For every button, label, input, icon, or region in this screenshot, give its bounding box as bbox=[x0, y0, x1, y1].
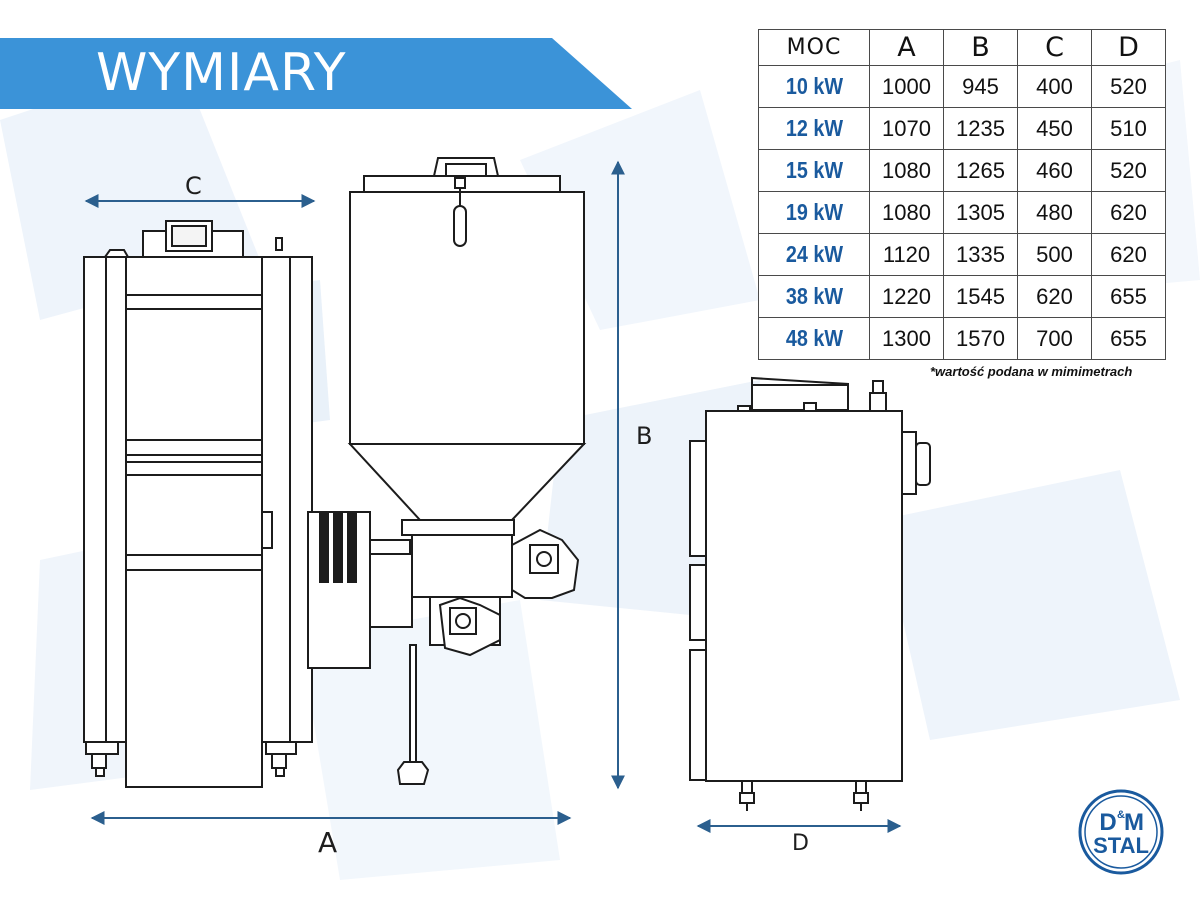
cell-d: 620 bbox=[1091, 233, 1166, 276]
table-row: 38 kW 1220 1545 620 655 bbox=[759, 275, 1166, 318]
logo-text-amp: & bbox=[1117, 809, 1125, 821]
col-header-d: D bbox=[1091, 29, 1166, 66]
row-power: 10 kW bbox=[765, 65, 863, 108]
cell-d: 520 bbox=[1091, 149, 1166, 192]
logo-text-d: D bbox=[1099, 809, 1116, 836]
cell-c: 480 bbox=[1017, 191, 1092, 234]
cell-b: 1265 bbox=[943, 149, 1018, 192]
logo-text-stal: STAL bbox=[1093, 833, 1149, 858]
table-row: 24 kW 1120 1335 500 620 bbox=[759, 233, 1166, 276]
cell-c: 620 bbox=[1017, 275, 1092, 318]
row-power: 48 kW bbox=[765, 317, 863, 360]
col-header-c: C bbox=[1017, 29, 1092, 66]
fuel-hopper bbox=[347, 157, 587, 536]
row-power: 15 kW bbox=[765, 149, 863, 192]
dimension-label-c: C bbox=[185, 172, 202, 200]
title-banner bbox=[0, 38, 632, 109]
cell-b: 1545 bbox=[943, 275, 1018, 318]
row-power: 38 kW bbox=[765, 275, 863, 318]
cell-c: 460 bbox=[1017, 149, 1092, 192]
dimension-label-a: A bbox=[318, 826, 337, 859]
cell-c: 700 bbox=[1017, 317, 1092, 360]
brand-logo: D & M STAL bbox=[1078, 789, 1164, 875]
cell-a: 1080 bbox=[869, 191, 944, 234]
dimension-label-d: D bbox=[792, 831, 809, 856]
dimension-label-b: B bbox=[636, 422, 652, 450]
cell-b: 1305 bbox=[943, 191, 1018, 234]
table-row: 12 kW 1070 1235 450 510 bbox=[759, 107, 1166, 150]
col-header-moc: MOC bbox=[758, 29, 870, 66]
logo-text-m: M bbox=[1124, 809, 1144, 836]
table-row: 48 kW 1300 1570 700 655 bbox=[759, 317, 1166, 360]
cell-b: 1335 bbox=[943, 233, 1018, 276]
cell-d: 620 bbox=[1091, 191, 1166, 234]
cell-a: 1120 bbox=[869, 233, 944, 276]
col-header-a: A bbox=[869, 29, 944, 66]
cell-a: 1000 bbox=[869, 65, 944, 108]
dimensions-table: MOC A B C D 10 kW 1000 945 400 520 12 kW… bbox=[758, 29, 1166, 360]
cell-a: 1070 bbox=[869, 107, 944, 150]
row-power: 12 kW bbox=[765, 107, 863, 150]
table-row: 10 kW 1000 945 400 520 bbox=[759, 65, 1166, 108]
cell-d: 520 bbox=[1091, 65, 1166, 108]
boiler-front-view bbox=[83, 220, 313, 788]
row-power: 24 kW bbox=[765, 233, 863, 276]
cell-b: 945 bbox=[943, 65, 1018, 108]
cell-d: 655 bbox=[1091, 275, 1166, 318]
table-header-row: MOC A B C D bbox=[758, 29, 1166, 66]
cell-a: 1080 bbox=[869, 149, 944, 192]
page-title: WYMIARY bbox=[96, 43, 347, 103]
burner-assembly bbox=[307, 511, 580, 785]
cell-a: 1300 bbox=[869, 317, 944, 360]
cell-c: 450 bbox=[1017, 107, 1092, 150]
cell-c: 400 bbox=[1017, 65, 1092, 108]
footnote: *wartość podana w mimimetrach bbox=[930, 364, 1133, 379]
cell-c: 500 bbox=[1017, 233, 1092, 276]
table-row: 15 kW 1080 1265 460 520 bbox=[759, 149, 1166, 192]
table-row: 19 kW 1080 1305 480 620 bbox=[759, 191, 1166, 234]
cell-d: 510 bbox=[1091, 107, 1166, 150]
boiler-side-view bbox=[689, 376, 931, 811]
cell-b: 1235 bbox=[943, 107, 1018, 150]
cell-b: 1570 bbox=[943, 317, 1018, 360]
cell-a: 1220 bbox=[869, 275, 944, 318]
col-header-b: B bbox=[943, 29, 1018, 66]
cell-d: 655 bbox=[1091, 317, 1166, 360]
row-power: 19 kW bbox=[765, 191, 863, 234]
